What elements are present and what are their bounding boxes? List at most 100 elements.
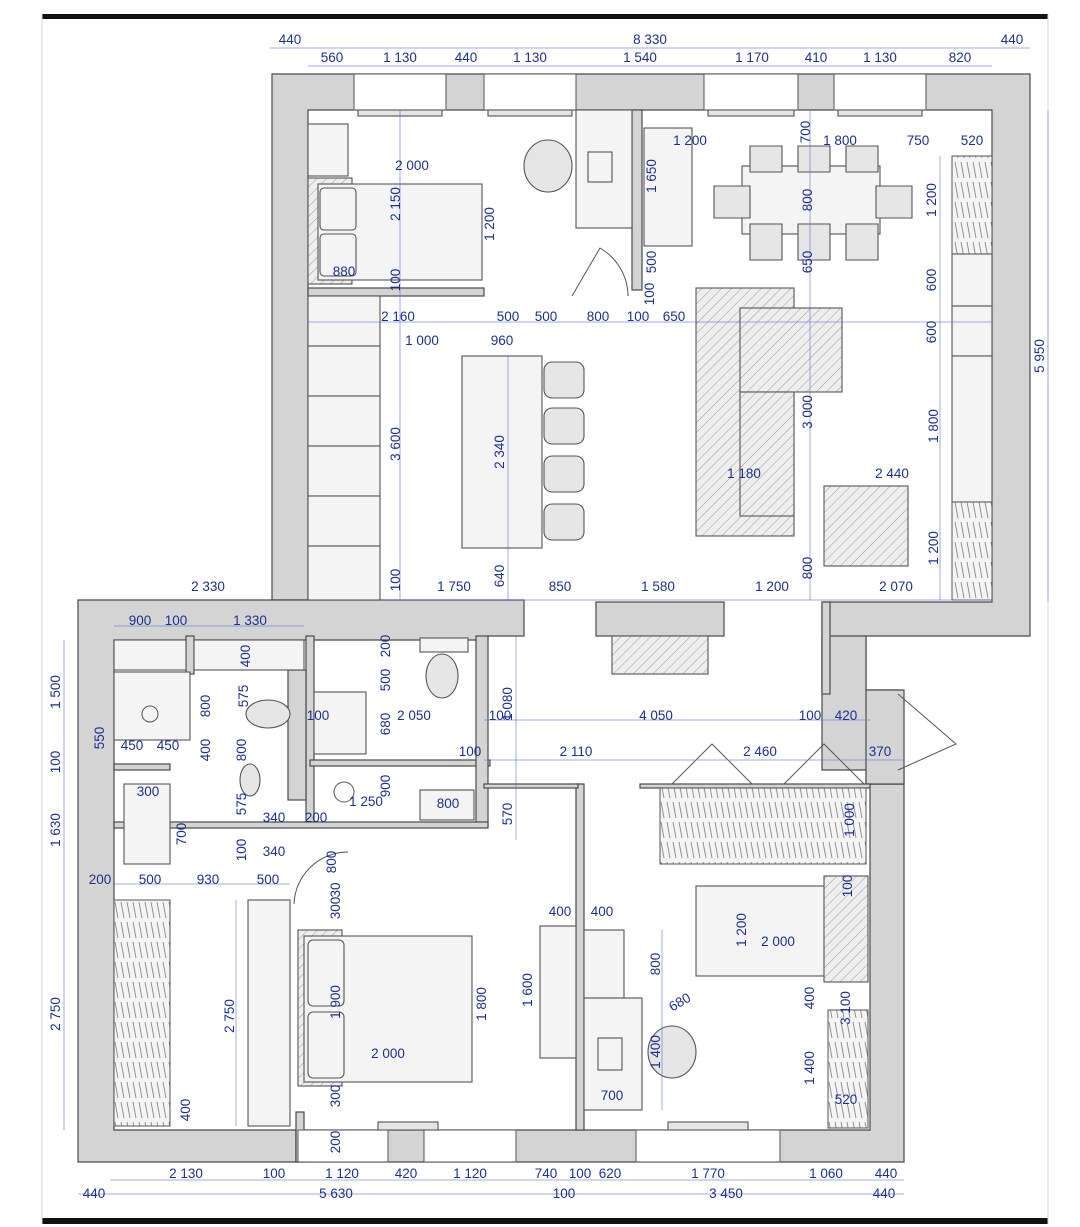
dimension-label: 450 (157, 738, 180, 753)
dimension-label: 500 (535, 309, 558, 324)
dimension-label: 900 (378, 775, 393, 798)
computer-icon (587, 151, 613, 183)
dimension-label: 500 (139, 872, 162, 887)
bedroom1-bottom-partition (307, 287, 485, 297)
dimension-label: 440 (875, 1166, 898, 1181)
pantry-wall (821, 601, 831, 695)
dimension-label: 680 (378, 713, 393, 736)
sink-icon (333, 781, 355, 803)
dimension-label: 1 200 (755, 579, 789, 594)
dimension-label: 1 000 (405, 333, 439, 348)
kitchen-cabinet (307, 345, 381, 397)
dimension-label: 750 (907, 133, 930, 148)
bed-3-headboard (823, 875, 869, 983)
dimension-label: 1 130 (863, 50, 897, 65)
dimension-label: 100 (388, 269, 403, 292)
hall-top-wall (113, 821, 489, 829)
dimension-label: 1 800 (926, 409, 941, 443)
dimension-label: 2 050 (397, 708, 431, 723)
dimension-label: 300 (328, 1085, 343, 1108)
dimension-label: 575 (236, 685, 251, 708)
wc-right-wall (287, 669, 307, 801)
top-frame-bar (42, 14, 1048, 19)
dimension-label: 650 (800, 251, 815, 274)
dimension-label: 620 (599, 1166, 622, 1181)
dimension-label: 800 (800, 557, 815, 580)
window-4 (833, 73, 927, 111)
dimension-label: 1 400 (802, 1051, 817, 1085)
shower (313, 691, 367, 755)
dining-chair (845, 223, 879, 261)
bidet (239, 763, 261, 797)
dimension-label: 2 110 (560, 744, 593, 759)
dimension-label: 100 (569, 1166, 592, 1181)
dimension-label: 1 130 (383, 50, 417, 65)
windows (297, 73, 927, 1163)
dimension-label: 2 000 (371, 1046, 405, 1061)
washroom-top-wall (113, 763, 171, 771)
radiator-5 (377, 1121, 439, 1131)
dimension-label: 570 (500, 803, 515, 826)
dimension-label: 100 (627, 309, 650, 324)
dimension-label: 200 (305, 810, 328, 825)
kitchen-bottom-wall-segment (595, 601, 725, 637)
storage-shelf (193, 639, 305, 671)
dimension-label: 300 (137, 784, 160, 799)
dimension-label: 100 (165, 613, 188, 628)
wardrobe-bedroom-1 (643, 127, 693, 247)
radiator-2 (487, 109, 573, 117)
dimension-label: 370 (869, 744, 892, 759)
dimension-label: 100 (799, 708, 822, 723)
shelf-unit-2 (951, 305, 993, 357)
dimension-label: 1 200 (926, 531, 941, 565)
dimension-label: 800 (587, 309, 610, 324)
hallway-bench (611, 635, 709, 675)
dining-chair (713, 185, 751, 219)
dimension-label: 100 (48, 751, 63, 774)
wardrobe-dining (951, 155, 993, 255)
right-jamb-wall (865, 689, 905, 785)
dimension-label: 600 (924, 321, 939, 344)
kitchen-cabinets (307, 295, 381, 601)
dimension-label: 3 450 (709, 1186, 743, 1201)
dimension-label: 1 000 (842, 803, 857, 837)
dimension-label: 400 (591, 904, 614, 919)
dimension-label: 1 540 (623, 50, 657, 65)
dimension-label: 1 080 (500, 687, 515, 721)
shelf-unit-1 (951, 253, 993, 307)
dimension-label: 800 (800, 189, 815, 212)
dimension-guides (63, 47, 1049, 1195)
office-chair-1 (523, 139, 573, 193)
bar-stool (543, 361, 585, 399)
dimension-label: 1 750 (437, 579, 471, 594)
dimension-label: 700 (601, 1088, 624, 1103)
dimension-label: 100 (459, 744, 482, 759)
dimension-label: 1 060 (809, 1166, 843, 1181)
dimension-label: 440 (873, 1186, 896, 1201)
dimension-label: 2 000 (395, 158, 429, 173)
dimension-label: 1 180 (727, 466, 761, 481)
dimension-label: 400 (238, 645, 253, 668)
radiator-6 (667, 1121, 749, 1131)
dimension-label: 100 (388, 569, 403, 592)
office-chair-2 (647, 1025, 697, 1079)
dimension-label: 440 (83, 1186, 106, 1201)
dimension-label: 500 (497, 309, 520, 324)
kitchen-cabinet (307, 395, 381, 447)
dimension-label: 400 (802, 987, 817, 1010)
dimension-label: 340 (263, 810, 286, 825)
dimension-label: 1 900 (328, 985, 343, 1019)
radiator-4 (837, 109, 923, 117)
bedroom-3-furniture (659, 693, 957, 1129)
tv-unit (951, 355, 993, 503)
service-block-furniture (113, 637, 475, 1127)
dining-chairs (713, 145, 913, 261)
bar-stool (543, 503, 585, 541)
dimension-label: 200 (378, 635, 393, 658)
pillow-4 (307, 1011, 345, 1079)
dimension-label: 100 (234, 839, 249, 862)
dimension-label: 500 (378, 669, 393, 692)
dimension-label: 650 (663, 309, 686, 324)
